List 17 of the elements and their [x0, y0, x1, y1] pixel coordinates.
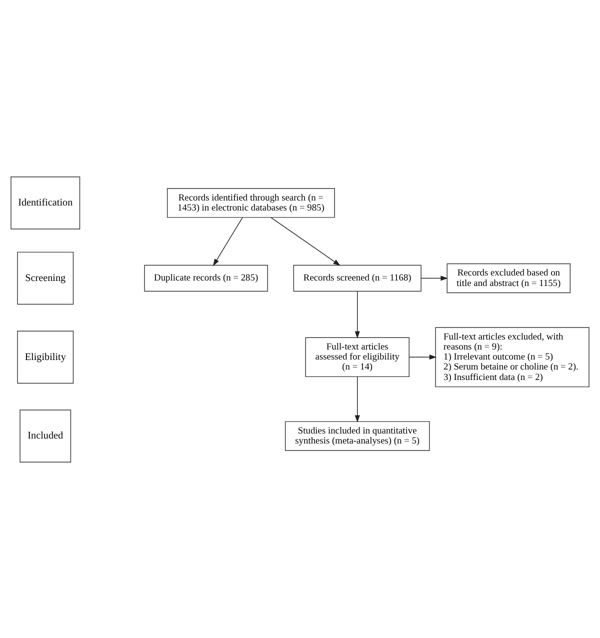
node-box: Full-text articles excluded, with reasons (n = 9): 1) Irrelevant outcome (n = 5) 2) Serum betaine or choline (n = 2). 3) Insufficient data (n = 2) [435, 326, 590, 387]
node-box: Identification [10, 176, 80, 229]
node-box: Screening [17, 251, 74, 304]
arrow [270, 216, 340, 266]
node-box: Full-text articles assessed for eligibility (n = 14) [305, 336, 410, 377]
node-box: Included [20, 409, 72, 462]
node-box: Records identified through search (n = 1453) in electronic databases (n = 985) [166, 188, 335, 218]
arrow [213, 216, 243, 266]
arrow [354, 290, 360, 338]
arrow [420, 275, 448, 280]
node-box: Eligibility [17, 330, 74, 384]
node-box: Records screened (n = 1168) [293, 264, 422, 292]
node-box: Duplicate records (n = 285) [144, 264, 268, 292]
node-box: Studies included in quantitative synthesis (meta-analyses) (n = 5) [284, 420, 430, 450]
node-box: Records excluded based on title and abstract (n = 1155) [446, 262, 571, 293]
arrow [354, 376, 360, 422]
arrow [409, 354, 437, 360]
